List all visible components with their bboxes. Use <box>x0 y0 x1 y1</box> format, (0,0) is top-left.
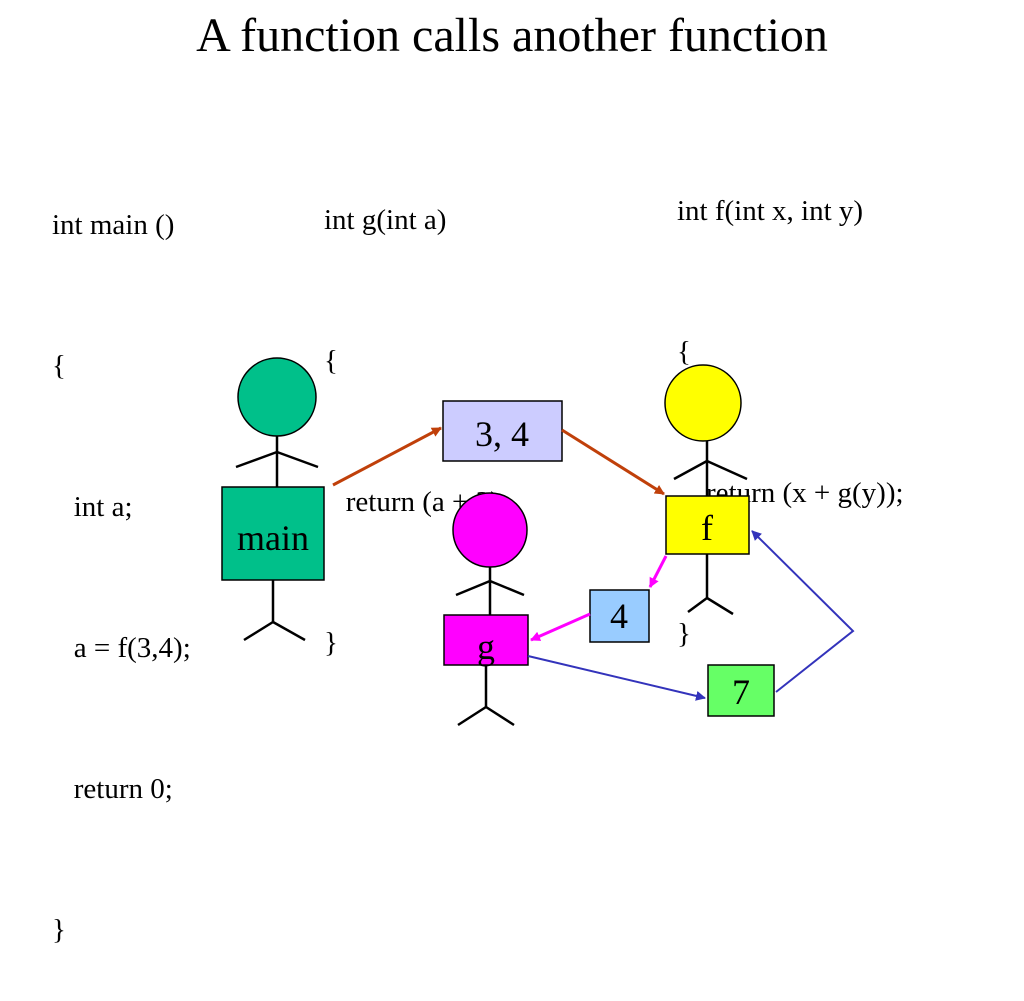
arm-right-f <box>706 459 748 481</box>
leg-right-g <box>485 705 515 727</box>
head-f <box>664 364 742 442</box>
code-line: { <box>52 350 66 382</box>
leg-left-g <box>457 705 487 727</box>
y-label: 4 <box>610 596 628 636</box>
y-box <box>589 589 650 643</box>
stick-figure-main: main <box>221 357 325 642</box>
code-line: } <box>677 618 691 650</box>
code-line: { <box>324 345 338 377</box>
code-line: { <box>677 336 691 368</box>
value-box-result: 7 <box>707 664 775 717</box>
head-g <box>452 492 528 568</box>
arrow-result-to-f <box>751 530 855 693</box>
body-main <box>221 486 325 581</box>
code-line: int g(int a) <box>324 204 447 236</box>
code-line: return 0; <box>52 773 173 805</box>
leg-left-main <box>243 620 274 642</box>
arm-right-main <box>276 450 319 469</box>
arm-left-f <box>673 459 708 481</box>
stick-figure-g: g <box>443 492 529 727</box>
label-main: main <box>237 518 309 558</box>
arrow-f-to-y <box>648 555 668 588</box>
arm-right-g <box>489 579 525 597</box>
result-label: 7 <box>732 672 750 712</box>
label-g: g <box>477 627 495 667</box>
label-f: f <box>701 508 713 548</box>
code-line: a = f(3,4); <box>52 632 191 664</box>
code-line: } <box>52 914 66 946</box>
args-label: 3, 4 <box>475 414 529 454</box>
code-f: int f(int x, int y) { return (x + g(y));… <box>677 94 904 705</box>
body-f <box>665 495 750 555</box>
head-main <box>237 357 317 437</box>
code-line: } <box>324 627 338 659</box>
leg-right-main <box>272 620 306 642</box>
leg-right-f <box>706 596 734 616</box>
code-line: int main () <box>52 209 175 241</box>
arm-left-g <box>455 579 491 597</box>
arm-left-main <box>235 450 278 469</box>
arrow-args-to-f <box>561 428 665 496</box>
value-box-y: 4 <box>589 589 650 643</box>
code-line: int f(int x, int y) <box>677 195 864 227</box>
result-box <box>707 664 775 717</box>
value-box-args: 3, 4 <box>442 400 563 462</box>
arrow-y-to-g <box>530 612 591 642</box>
arrow-main-to-args <box>332 426 442 487</box>
stick-figure-f: f <box>664 364 750 616</box>
leg-left-f <box>687 596 708 614</box>
arrow-g-to-result <box>527 655 706 701</box>
slide-title: A function calls another function <box>196 9 828 62</box>
code-line: int a; <box>52 491 133 523</box>
body-g <box>443 614 529 666</box>
args-box <box>442 400 563 462</box>
call-diagram: main f g 3, 4 4 7 <box>221 357 855 727</box>
